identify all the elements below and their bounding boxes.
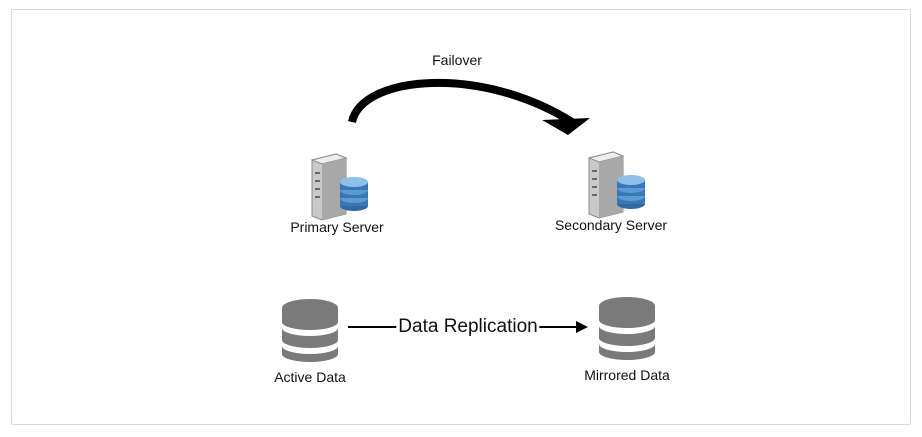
- diagram-frame: Failover Primary Server: [11, 9, 911, 425]
- secondary-server-icon: [587, 151, 645, 219]
- data-replication-label: Data Replication: [396, 316, 540, 338]
- failover-arrow: [348, 78, 590, 135]
- server-db-stack: [340, 177, 368, 211]
- primary-server-icon: [310, 153, 368, 221]
- failover-label: Failover: [432, 52, 482, 68]
- mirrored-data-database-icon: [599, 297, 655, 360]
- replication-arrow: [348, 321, 588, 333]
- secondary-server-label: Secondary Server: [554, 217, 668, 233]
- server-db-stack: [617, 175, 645, 209]
- active-data-label: Active Data: [274, 369, 346, 385]
- active-data-database-icon: [282, 299, 338, 362]
- primary-server-label: Primary Server: [290, 219, 384, 235]
- mirrored-data-label: Mirrored Data: [584, 367, 670, 383]
